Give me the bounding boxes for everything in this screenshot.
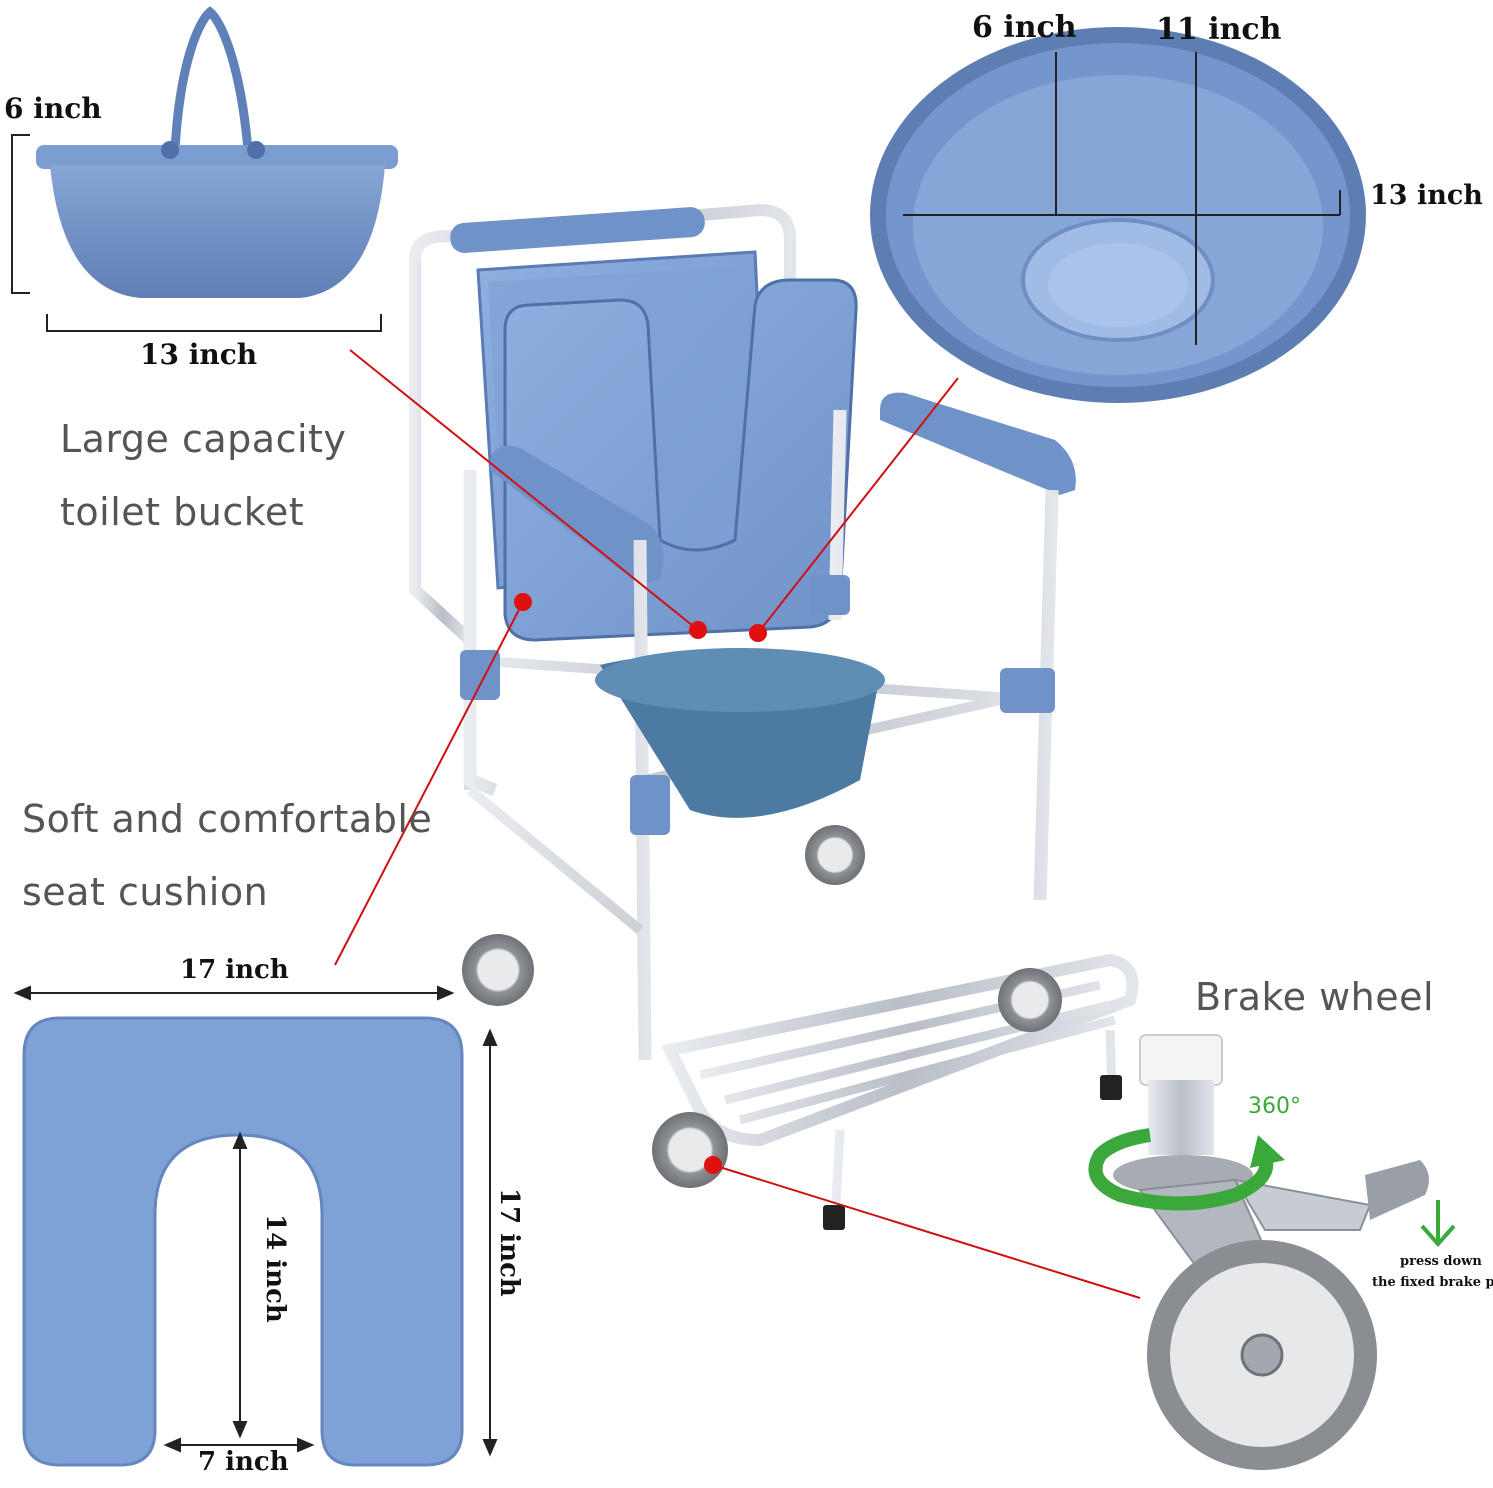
cushion-feature-title-line2: seat cushion: [22, 870, 269, 914]
brake-pad-label: the fixed brake pad: [1372, 1275, 1493, 1290]
bucket-top-depth-label: 6 inch: [972, 10, 1077, 45]
down-arrow-icon: [1420, 1200, 1456, 1248]
rotation-label: 360°: [1248, 1094, 1301, 1119]
bucket-top-length-label: 11 inch: [1156, 12, 1282, 47]
bucket-side-height-label: 6 inch: [4, 92, 102, 125]
bucket-side-view: [36, 6, 398, 298]
press-down-label: press down: [1400, 1254, 1482, 1269]
cushion-height-label: 17 inch: [494, 1188, 524, 1297]
cushion-feature-title-line1: Soft and comfortable: [22, 797, 433, 841]
u-seat-cushion: [22, 1016, 464, 1467]
caster-wheel-icon: [1113, 1034, 1429, 1470]
cushion-slot-length-label: 14 inch: [260, 1214, 290, 1323]
bucket-feature-title-line1: Large capacity: [60, 417, 347, 461]
bucket-feature-title-line2: toilet bucket: [60, 490, 305, 534]
pointer-dots: [514, 593, 767, 1174]
bucket-side-width-label: 13 inch: [140, 338, 258, 371]
cushion-dimension-arrows: [13, 985, 498, 1457]
bucket-side-dimension-lines: [11, 134, 382, 332]
bucket-top-dimension-lines: [903, 52, 1341, 345]
pointer-lines: [334, 349, 1141, 1299]
cushion-width-label: 17 inch: [180, 955, 289, 985]
bucket-top-width-label: 13 inch: [1370, 180, 1483, 211]
commode-chair-icon: [409, 203, 1139, 1230]
cushion-slot-width-label: 7 inch: [198, 1447, 289, 1477]
brake-feature-title: Brake wheel: [1195, 975, 1435, 1019]
rotation-arrow-icon: [1088, 1128, 1285, 1211]
